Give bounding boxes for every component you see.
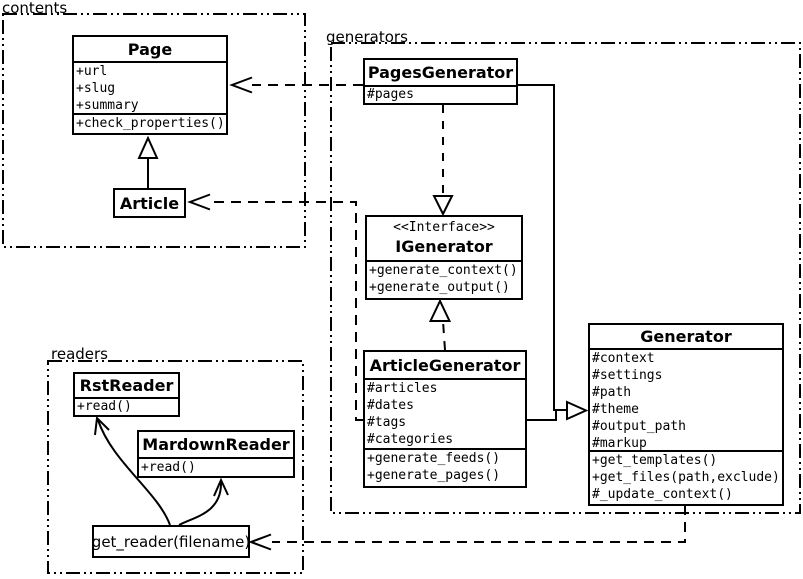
contents-package-border bbox=[2, 13, 306, 248]
class-page-name: Page bbox=[74, 37, 226, 63]
class-igenerator-header: <<Interface>> IGenerator bbox=[367, 217, 521, 262]
get-reader-node: get_reader(filename) bbox=[92, 525, 250, 558]
class-article: Article bbox=[113, 188, 186, 218]
class-generator-attributes: #context #settings #path #theme #output_… bbox=[590, 350, 782, 452]
method: #_update_context() bbox=[592, 487, 733, 502]
class-igenerator: <<Interface>> IGenerator +generate_conte… bbox=[365, 215, 523, 300]
method: +generate_pages() bbox=[367, 468, 501, 483]
attribute: #theme bbox=[592, 402, 639, 417]
readers-package-label: readers bbox=[51, 345, 108, 363]
method: +generate_feeds() bbox=[367, 451, 501, 466]
attribute: #articles bbox=[367, 381, 438, 396]
class-articlegenerator: ArticleGenerator #articles #dates #tags … bbox=[363, 350, 527, 488]
getreader-to-rstreader-arrow bbox=[94, 415, 171, 526]
class-article-name: Article bbox=[119, 193, 180, 213]
interface-stereotype: <<Interface>> bbox=[393, 219, 495, 235]
method: +generate_output() bbox=[369, 280, 510, 295]
class-mardownreader-name: MardownReader bbox=[139, 432, 293, 459]
attribute: #path bbox=[592, 385, 632, 400]
class-rstreader: RstReader +read() bbox=[73, 372, 180, 417]
getreader-to-mardownreader-arrow bbox=[178, 477, 229, 526]
articlegenerator-to-igenerator-realization bbox=[428, 298, 452, 351]
generator-to-getreader-dependency bbox=[248, 505, 686, 551]
attribute: #context bbox=[592, 351, 655, 366]
class-articlegenerator-methods: +generate_feeds() +generate_pages() bbox=[365, 450, 525, 486]
attribute: #pages bbox=[367, 87, 414, 102]
method: +get_templates() bbox=[592, 453, 718, 468]
method: +read() bbox=[141, 460, 196, 475]
class-generator: Generator #context #settings #path #them… bbox=[588, 323, 784, 506]
class-generator-name: Generator bbox=[590, 325, 782, 350]
class-pagesgenerator-name: PagesGenerator bbox=[365, 60, 516, 87]
pagesgenerator-to-igenerator-realization bbox=[432, 105, 454, 217]
class-page-methods: +check_properties() bbox=[74, 115, 226, 133]
class-mardownreader: MardownReader +read() bbox=[137, 430, 295, 478]
class-articlegenerator-name: ArticleGenerator bbox=[365, 352, 525, 380]
contents-package-label: contents bbox=[2, 0, 68, 17]
method: +check_properties() bbox=[76, 116, 225, 131]
pagesgenerator-to-generator-generalization bbox=[518, 84, 589, 421]
attribute: #categories bbox=[367, 432, 454, 447]
class-pagesgenerator: PagesGenerator #pages bbox=[363, 58, 518, 105]
generators-package-border bbox=[330, 42, 801, 514]
class-rstreader-name: RstReader bbox=[75, 374, 178, 399]
attribute: +slug bbox=[76, 81, 116, 96]
method: +read() bbox=[77, 399, 132, 414]
class-mardownreader-methods: +read() bbox=[139, 459, 293, 476]
articlegenerator-to-article-dependency bbox=[187, 193, 363, 421]
pagesgenerator-to-page-dependency bbox=[229, 76, 363, 94]
attribute: #tags bbox=[367, 415, 407, 430]
generators-package-label: generators bbox=[326, 28, 408, 46]
attribute: #markup bbox=[592, 436, 647, 451]
attribute: #output_path bbox=[592, 419, 686, 434]
class-generator-methods: +get_templates() +get_files(path,exclude… bbox=[590, 452, 782, 504]
class-igenerator-name: IGenerator bbox=[395, 236, 493, 256]
attribute: +url bbox=[76, 64, 108, 79]
readers-package-border bbox=[47, 360, 304, 574]
attribute: +summary bbox=[76, 98, 139, 113]
attribute: #settings bbox=[592, 368, 663, 383]
class-rstreader-methods: +read() bbox=[75, 399, 178, 415]
method: +generate_context() bbox=[369, 263, 518, 278]
method: +get_files(path,exclude) bbox=[592, 470, 780, 485]
class-articlegenerator-attributes: #articles #dates #tags #categories bbox=[365, 380, 525, 450]
articlegenerator-to-generator-generalization bbox=[527, 411, 557, 421]
class-page: Page +url +slug +summary +check_properti… bbox=[72, 35, 228, 135]
article-to-page-generalization bbox=[137, 135, 159, 188]
class-igenerator-methods: +generate_context() +generate_output() bbox=[367, 262, 521, 298]
attribute: #dates bbox=[367, 398, 414, 413]
class-pagesgenerator-attributes: #pages bbox=[365, 87, 516, 103]
class-page-attributes: +url +slug +summary bbox=[74, 63, 226, 115]
